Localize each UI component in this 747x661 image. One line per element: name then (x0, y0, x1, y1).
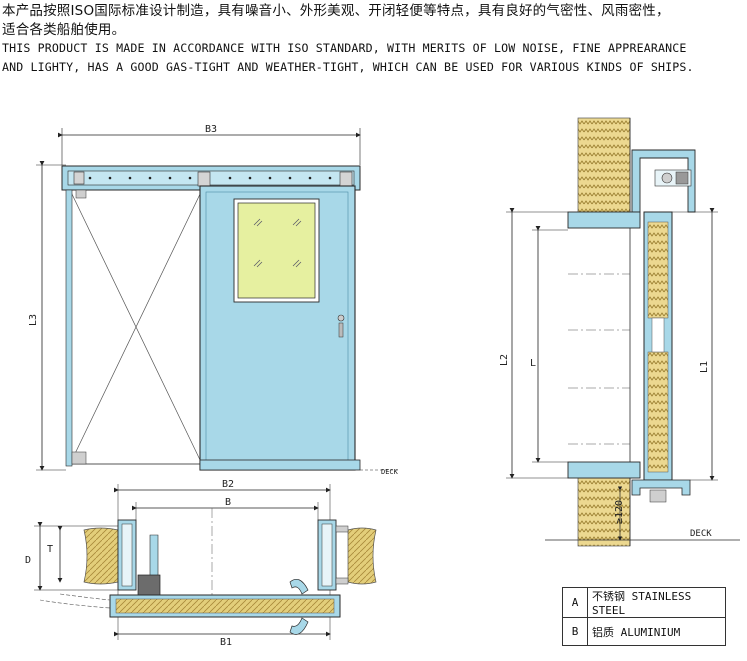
legend-key: A (562, 587, 588, 618)
plan-view: B2 B B1 D T (25, 479, 377, 648)
label-t: T (47, 544, 53, 555)
label-l1: L1 (699, 361, 710, 373)
intro-text: 本产品按照ISO国际标准设计制造，具有噪音小、外形美观、开闭轻便等特点，具有良好… (2, 2, 747, 76)
leaf-insulation (115, 598, 335, 614)
pull-handle-bottom (289, 617, 309, 635)
intro-en-line-2: AND LIGHTY, HAS A GOOD GAS-TIGHT AND WEA… (2, 59, 694, 74)
legend-row: A 不锈钢 STAINLESS STEEL (562, 587, 726, 618)
door-handle (337, 314, 345, 322)
intro-cn-line-1: 本产品按照ISO国际标准设计制造，具有噪音小、外形美观、开闭轻便等特点，具有良好… (2, 3, 670, 19)
opening-cross-2 (69, 189, 203, 465)
frame-top (567, 211, 641, 229)
intro-cn-line-2: 适合各类船舶使用。 (2, 21, 126, 38)
section-deck-label: DECK (690, 529, 712, 539)
leaf-window-section (651, 317, 665, 353)
roller-wheel (661, 172, 673, 184)
material-legend: A 不锈钢 STAINLESS STEEL B 铝质 ALUMINIUM (562, 587, 726, 646)
bulkhead-left (83, 527, 119, 585)
section-view: L2 L L1 ≥120 DECK (499, 117, 740, 547)
roller-left (73, 171, 85, 185)
frame-bottom (567, 461, 641, 479)
label-d: D (25, 555, 31, 566)
bulkhead-right (347, 527, 377, 585)
roller-right (339, 171, 353, 187)
front-deck-label: DECK (381, 468, 399, 476)
label-sill: ≥120 (614, 500, 625, 524)
legend-text: 不锈钢 STAINLESS STEEL (587, 587, 726, 618)
legend-text: 铝质 ALUMINIUM (587, 617, 726, 646)
roller-mid (197, 171, 211, 187)
label-b3: B3 (205, 124, 217, 135)
label-b2: B2 (222, 479, 234, 490)
bottom-guide (631, 479, 691, 496)
intro-en-line-1: THIS PRODUCT IS MADE IN ACCORDANCE WITH … (2, 41, 687, 55)
label-l2: L2 (499, 354, 510, 366)
label-l: L (530, 358, 536, 369)
lock-block (137, 574, 161, 598)
window-glass (237, 202, 316, 299)
frame-post-left (65, 189, 73, 467)
leaf-core-lower (647, 351, 669, 473)
front-view: B3 L3 (28, 124, 400, 476)
label-l3: L3 (28, 314, 39, 326)
leaf-core-upper (647, 221, 669, 319)
label-b: B (225, 497, 231, 508)
legend-row: B 铝质 ALUMINIUM (562, 617, 726, 646)
label-b1: B1 (220, 637, 232, 648)
pull-handle-top (289, 579, 309, 595)
legend-key: B (562, 617, 588, 646)
bulkhead-upper (577, 117, 631, 213)
sill-bar (199, 459, 361, 471)
